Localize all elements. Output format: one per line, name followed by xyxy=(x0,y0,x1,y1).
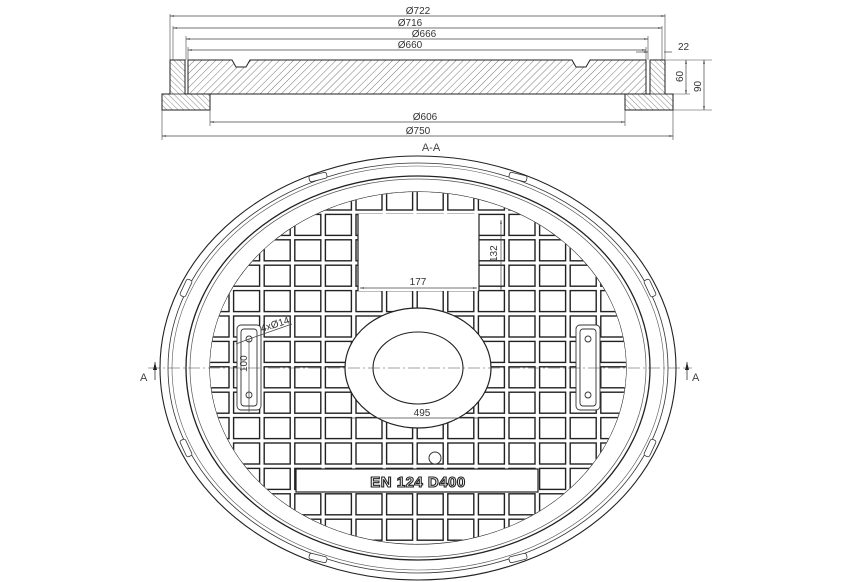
dim-frame-height: 90 xyxy=(693,80,704,92)
section-title: A-A xyxy=(422,142,441,154)
dim-606: Ø606 xyxy=(413,112,438,123)
svg-text:A: A xyxy=(140,372,148,384)
dim-660: Ø660 xyxy=(398,40,423,51)
dim-opening-height: 132 xyxy=(489,245,500,262)
load-class-marking: EN 124 D400 xyxy=(370,474,466,491)
cover-section xyxy=(187,59,647,95)
vent-hole xyxy=(428,451,442,465)
frame-lugs xyxy=(179,171,657,564)
dim-cover-height: 60 xyxy=(675,70,686,82)
dim-gap: 22 xyxy=(678,42,690,53)
lifting-opening xyxy=(358,214,479,291)
dim-750: Ø750 xyxy=(406,126,431,137)
dim-716: Ø716 xyxy=(398,18,423,29)
marking-band xyxy=(295,468,539,493)
section-marker-left: A xyxy=(140,362,157,384)
plan-view: EN 124 D400 177 132 495 100 4xØ14 A A xyxy=(140,155,700,581)
section-view: Ø722 Ø716 Ø666 Ø660 Ø606 Ø750 22 60 90 A… xyxy=(161,6,712,154)
slot-right xyxy=(575,324,601,411)
dim-666: Ø666 xyxy=(412,29,437,40)
svg-text:A: A xyxy=(692,372,700,384)
dim-opening-width: 177 xyxy=(410,277,427,288)
dim-slot-length: 100 xyxy=(239,355,250,372)
dim-hub-diameter: 495 xyxy=(414,408,431,419)
dim-722: Ø722 xyxy=(406,6,431,17)
section-marker-right: A xyxy=(685,362,700,384)
